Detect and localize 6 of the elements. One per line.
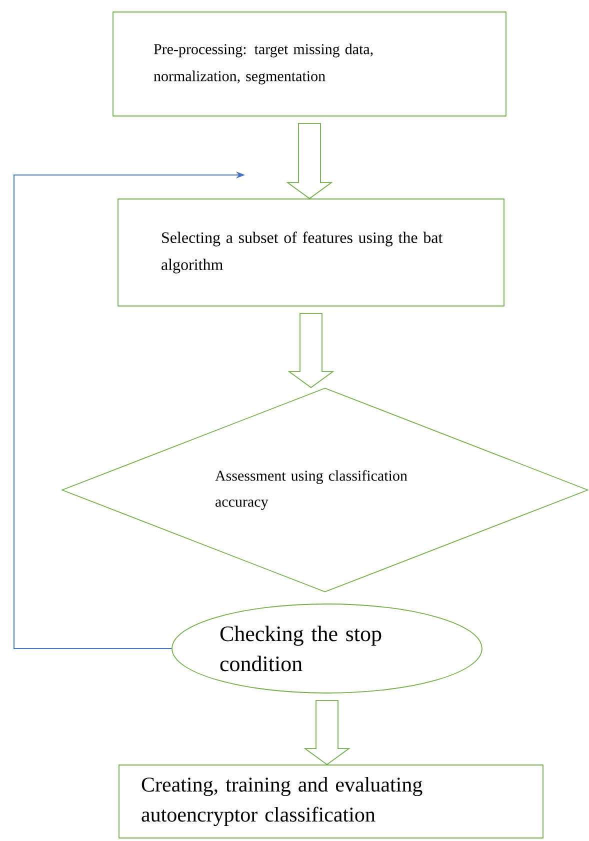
block-arrow xyxy=(286,123,333,200)
block-arrow xyxy=(288,313,334,388)
process-box: Creating, training and evaluating autoencryptor classification xyxy=(118,764,544,838)
process-box: Pre-processing: target missing data, normalization, segmentation xyxy=(112,12,506,116)
block-arrow xyxy=(304,700,350,766)
process-box: Selecting a subset of features using the bat algorithm xyxy=(118,198,504,306)
